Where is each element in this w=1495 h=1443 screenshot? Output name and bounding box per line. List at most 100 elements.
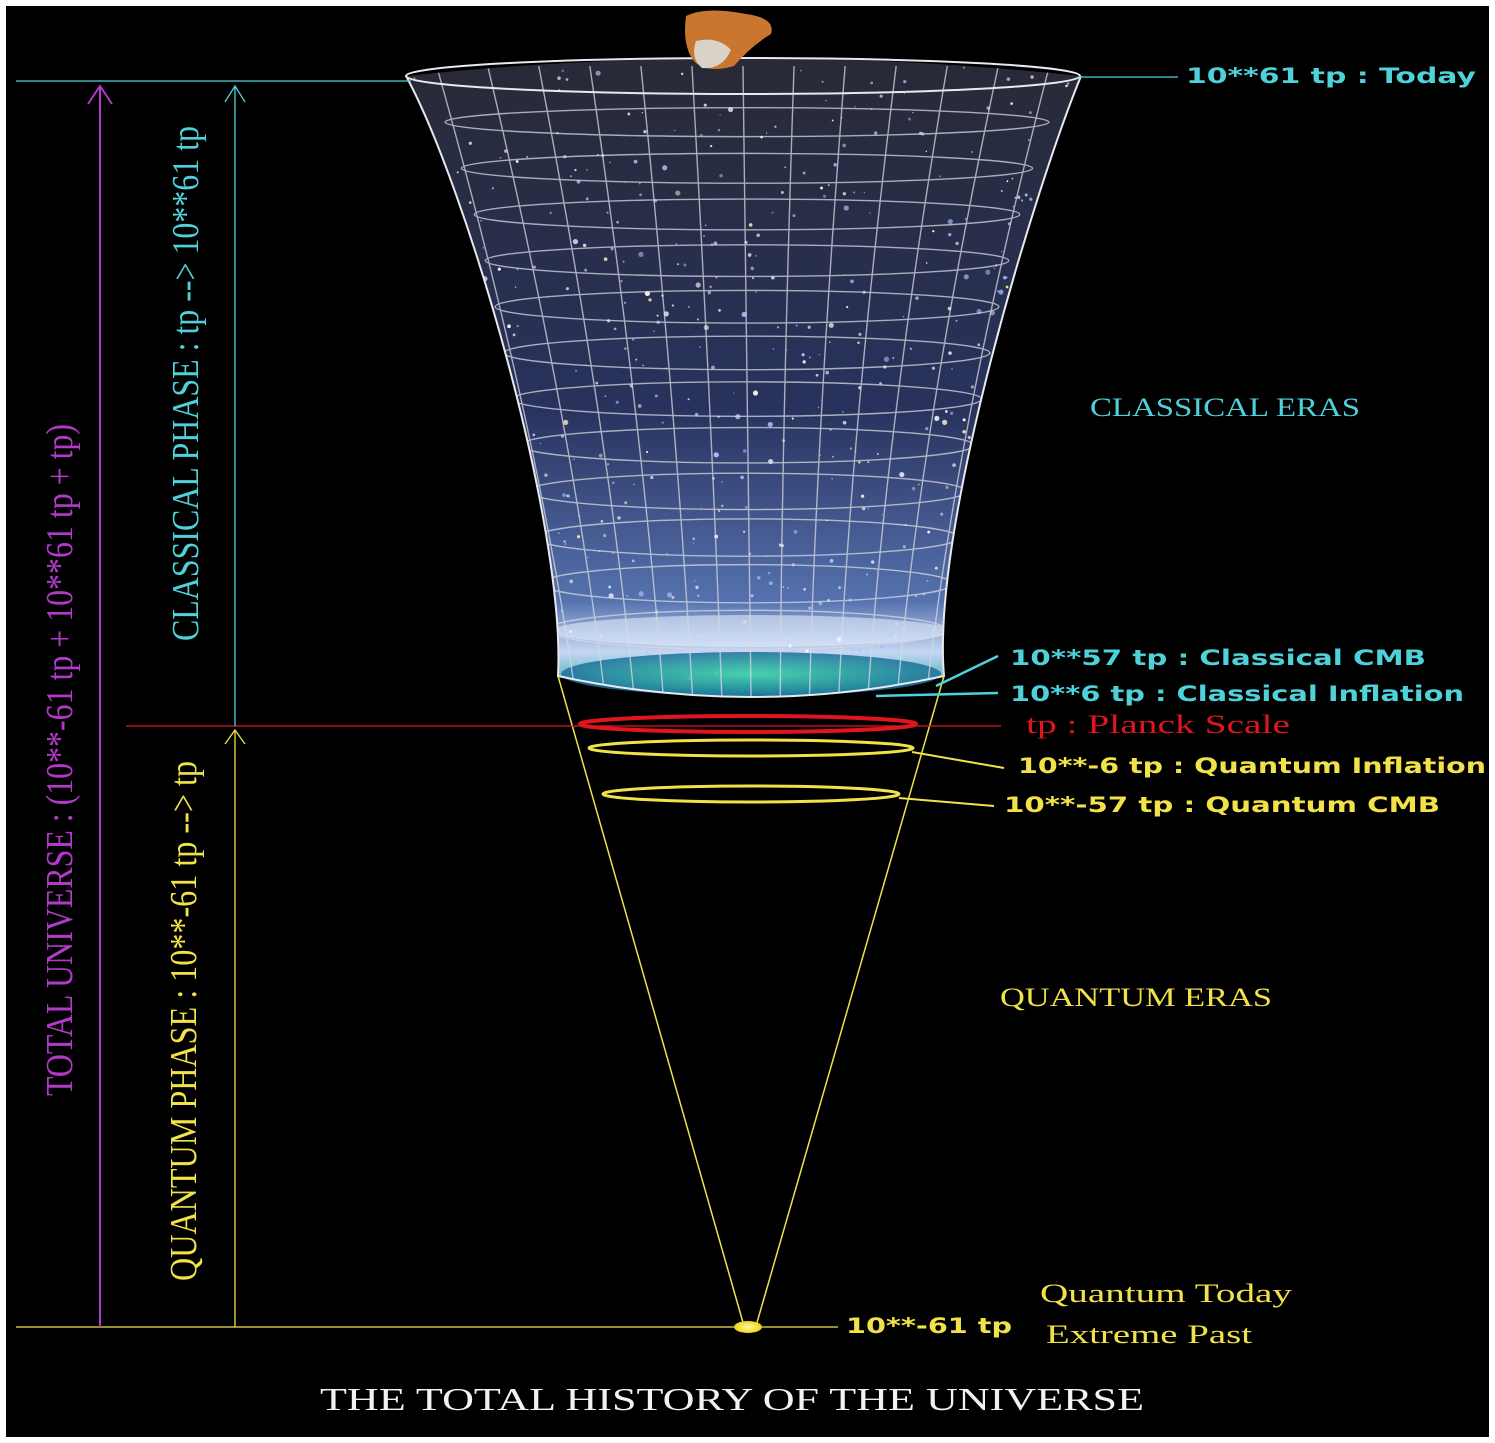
galaxy (558, 532, 560, 534)
galaxy (1030, 75, 1034, 79)
galaxy (828, 322, 834, 328)
galaxy (977, 343, 981, 347)
galaxy (626, 594, 628, 597)
galaxy (661, 421, 664, 424)
galaxy (842, 143, 847, 148)
grid-meridian (435, 65, 577, 697)
galaxy (631, 338, 635, 341)
galaxy (850, 279, 854, 284)
galaxy (1059, 425, 1062, 427)
galaxy (639, 193, 643, 197)
galaxy (646, 451, 649, 454)
cone-right-edge (755, 675, 945, 1327)
galaxy (1082, 194, 1085, 197)
galaxy (747, 253, 752, 257)
galaxy (608, 585, 612, 589)
galaxy (586, 556, 589, 559)
galaxy (952, 463, 956, 467)
galaxy (677, 263, 679, 266)
classical-phase-label: CLASSICAL PHASE : tp --> 10**61 tp (165, 126, 207, 641)
galaxy (822, 194, 827, 198)
galaxy (867, 507, 869, 510)
galaxy (406, 394, 410, 399)
grid-ring (494, 289, 1000, 324)
galaxy (549, 578, 552, 581)
grid-meridian (487, 65, 606, 697)
galaxy (1075, 461, 1079, 465)
galaxy (620, 279, 623, 283)
galaxy (755, 255, 757, 257)
classical-universe-funnel (405, 10, 1085, 698)
galaxy (915, 595, 918, 598)
galaxy (562, 493, 566, 498)
grid-meridian (589, 65, 664, 697)
galaxy (709, 144, 713, 148)
quantum-phase-label: QUANTUM PHASE : 10**-61 tp --> tp (163, 761, 205, 1281)
galaxy (642, 364, 644, 367)
galaxy (671, 596, 675, 599)
galaxy (1023, 271, 1028, 276)
galaxy (407, 338, 410, 341)
galaxy (909, 347, 913, 350)
galaxy (819, 454, 822, 456)
galaxy (782, 586, 785, 588)
galaxy (474, 370, 477, 374)
galaxy (945, 485, 949, 489)
galaxy (955, 648, 959, 652)
galaxy (842, 411, 844, 413)
galaxy (406, 506, 408, 510)
galaxy (1024, 193, 1028, 197)
galaxy (718, 509, 721, 512)
galaxy (1033, 383, 1036, 385)
galaxy (675, 242, 678, 245)
galaxy (948, 233, 952, 237)
galaxy (654, 394, 658, 398)
galaxy (902, 316, 905, 318)
grid-meridian (779, 65, 795, 697)
galaxy (805, 649, 809, 653)
galaxy (603, 257, 608, 262)
galaxy (801, 353, 805, 357)
galaxy (466, 669, 470, 672)
galaxy (504, 671, 506, 673)
galaxy (1002, 486, 1005, 489)
galaxy (1080, 355, 1081, 359)
quantum-cone (557, 675, 945, 1327)
galaxy (938, 175, 941, 178)
galaxy (431, 317, 436, 322)
galaxy (959, 509, 963, 513)
galaxy (1035, 336, 1041, 342)
galaxy (750, 594, 754, 598)
galaxy (507, 446, 512, 450)
total-universe-arrow (87, 84, 113, 1327)
galaxy (1071, 390, 1075, 395)
classical-inflation-leader (875, 691, 999, 698)
galaxy (715, 276, 718, 279)
galaxy (931, 366, 936, 370)
galaxy (460, 465, 464, 469)
galaxy (671, 304, 675, 307)
galaxy (698, 346, 701, 348)
galaxy (436, 622, 439, 624)
galaxy (608, 593, 614, 599)
galaxy (466, 254, 472, 260)
classical-cmb-leader (935, 654, 999, 688)
galaxy (416, 500, 419, 503)
galaxy (808, 606, 812, 610)
galaxy (784, 166, 786, 169)
galaxy (515, 160, 519, 163)
galaxy (490, 377, 496, 383)
galaxy (902, 545, 906, 549)
galaxy (927, 530, 931, 534)
galaxy (993, 589, 996, 592)
galaxy (577, 535, 581, 539)
galaxy (446, 440, 449, 442)
galaxy (829, 559, 834, 563)
galaxy (1008, 318, 1011, 320)
galaxy (1006, 180, 1009, 183)
galaxy (857, 648, 861, 652)
galaxy (879, 94, 883, 98)
galaxy (1025, 486, 1029, 490)
galaxy (951, 368, 953, 370)
galaxy (563, 540, 566, 543)
